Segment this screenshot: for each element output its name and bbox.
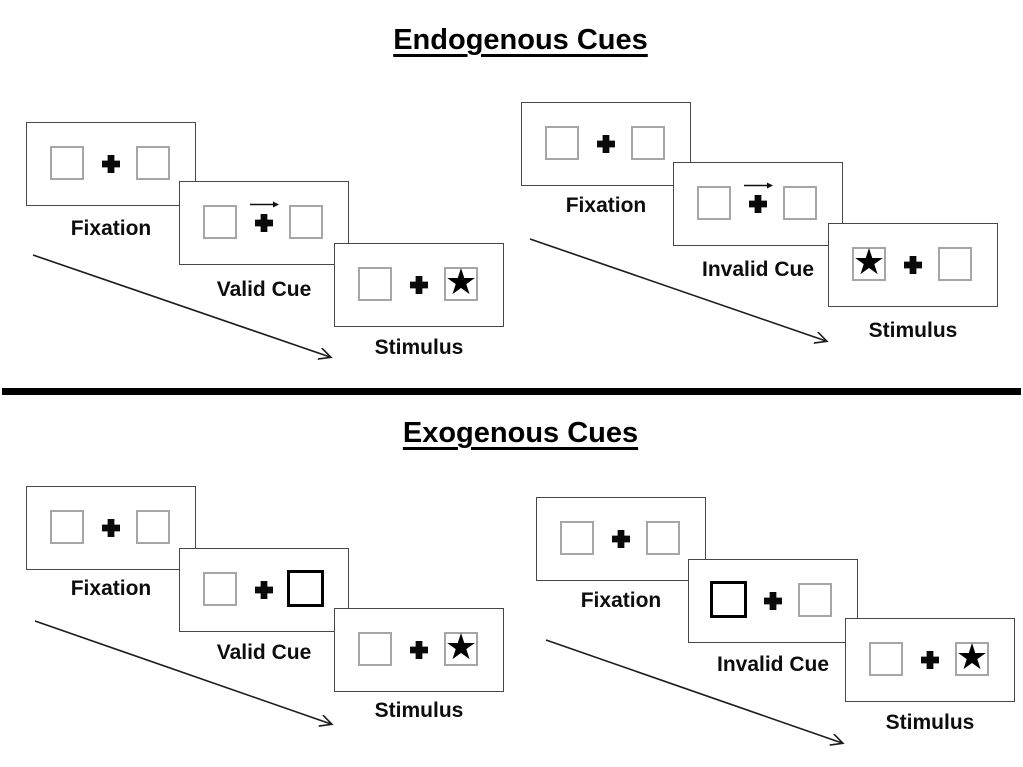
timeline-arrow-endogenous-invalid xyxy=(529,238,826,341)
fixation-cross-icon xyxy=(921,651,939,669)
step-label-invalid-cue: Invalid Cue xyxy=(716,653,830,676)
left-placeholder-box xyxy=(50,510,84,544)
fixation-cross-icon xyxy=(764,592,782,610)
fixation-cross-icon xyxy=(102,155,120,173)
right-placeholder-box xyxy=(289,205,323,239)
stimulus-card: ★ xyxy=(334,608,504,692)
left-placeholder-box xyxy=(50,146,84,180)
step-label-stimulus: Stimulus xyxy=(868,319,958,342)
right-target-box: ★ xyxy=(955,637,989,678)
cue-right-arrow-icon xyxy=(250,201,279,208)
right-highlighted-cue-box xyxy=(287,570,324,607)
right-placeholder-box xyxy=(938,247,972,281)
left-highlighted-cue-box xyxy=(710,581,747,618)
step-label-invalid-cue: Invalid Cue xyxy=(701,258,815,281)
target-star-icon: ★ xyxy=(444,627,478,668)
fixation-cross-icon xyxy=(904,256,922,274)
fixation-card xyxy=(536,497,706,581)
target-star-icon: ★ xyxy=(852,242,886,283)
section-title-exogenous: Exogenous Cues xyxy=(402,417,639,449)
target-star-icon: ★ xyxy=(955,637,989,678)
left-placeholder-box xyxy=(358,267,392,301)
left-target-box: ★ xyxy=(852,242,886,283)
left-placeholder-box xyxy=(203,205,237,239)
target-star-icon: ★ xyxy=(444,262,478,303)
section-divider xyxy=(2,388,1021,395)
invalid-cue-card xyxy=(673,162,843,246)
timeline-arrow-exogenous-valid xyxy=(34,620,331,724)
fixation-card xyxy=(521,102,691,186)
step-label-valid-cue: Valid Cue xyxy=(216,278,312,301)
step-label-fixation: Fixation xyxy=(580,589,662,612)
right-placeholder-box xyxy=(646,521,680,555)
right-placeholder-box xyxy=(631,126,665,160)
fixation-cross-icon xyxy=(255,214,273,232)
left-placeholder-box xyxy=(869,642,903,676)
valid-cue-card xyxy=(179,181,349,265)
fixation-cross-icon xyxy=(102,519,120,537)
timeline-arrow-exogenous-invalid xyxy=(545,639,842,743)
right-placeholder-box xyxy=(136,146,170,180)
fixation-cross-icon xyxy=(255,581,273,599)
fixation-card xyxy=(26,122,196,206)
left-placeholder-box xyxy=(697,186,731,220)
fixation-cross-icon xyxy=(597,135,615,153)
right-target-box: ★ xyxy=(444,262,478,303)
fixation-cross-icon xyxy=(749,195,767,213)
invalid-cue-card xyxy=(688,559,858,643)
stimulus-card: ★ xyxy=(828,223,998,307)
stimulus-card: ★ xyxy=(334,243,504,327)
step-label-stimulus: Stimulus xyxy=(374,336,464,359)
right-placeholder-box xyxy=(798,583,832,617)
fixation-cross-icon xyxy=(410,641,428,659)
step-label-stimulus: Stimulus xyxy=(885,711,975,734)
left-placeholder-box xyxy=(545,126,579,160)
right-target-box: ★ xyxy=(444,627,478,668)
left-placeholder-box xyxy=(358,632,392,666)
step-label-valid-cue: Valid Cue xyxy=(216,641,312,664)
cue-right-arrow-icon xyxy=(744,182,773,189)
left-placeholder-box xyxy=(560,521,594,555)
timeline-arrow-endogenous-valid xyxy=(32,254,330,357)
right-placeholder-box xyxy=(783,186,817,220)
step-label-fixation: Fixation xyxy=(70,577,152,600)
fixation-cross-icon xyxy=(410,276,428,294)
section-title-endogenous: Endogenous Cues xyxy=(393,24,648,56)
valid-cue-card xyxy=(179,548,349,632)
step-label-stimulus: Stimulus xyxy=(374,699,464,722)
fixation-card xyxy=(26,486,196,570)
step-label-fixation: Fixation xyxy=(565,194,647,217)
step-label-fixation: Fixation xyxy=(70,217,152,240)
fixation-cross-icon xyxy=(612,530,630,548)
left-placeholder-box xyxy=(203,572,237,606)
stimulus-card: ★ xyxy=(845,618,1015,702)
right-placeholder-box xyxy=(136,510,170,544)
